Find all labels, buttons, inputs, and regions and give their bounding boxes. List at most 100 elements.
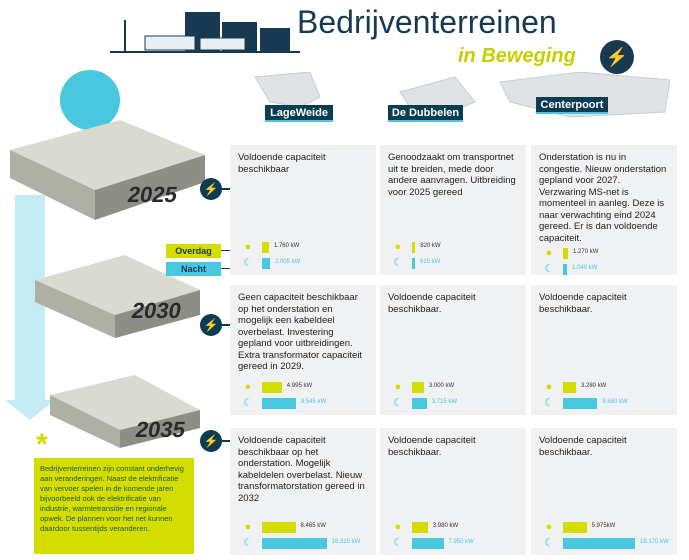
area-label-lageweide: LageWeide bbox=[265, 105, 333, 122]
moon-icon: ☾ bbox=[544, 397, 554, 409]
lightning-icon: ⚡ bbox=[200, 178, 222, 200]
night-bar bbox=[412, 397, 427, 409]
day-value: 820 kW bbox=[420, 243, 441, 250]
area-label-de-dubbelen: De Dubbelen bbox=[388, 105, 463, 122]
day-value: 1.270 kW bbox=[573, 249, 599, 256]
year-2030: 2030 bbox=[129, 298, 184, 323]
night-bar bbox=[262, 397, 296, 409]
night-value: 18.170 kW bbox=[640, 539, 669, 546]
day-value: 1.760 kW bbox=[273, 243, 300, 250]
capacity-text: Voldoende capaciteit beschikbaar bbox=[238, 152, 326, 175]
moon-icon: ☾ bbox=[243, 257, 253, 269]
year-2025: 2025 bbox=[125, 182, 180, 207]
capacity-text: Voldoende capaciteit beschikbaar. bbox=[539, 292, 627, 315]
night-bar bbox=[412, 537, 444, 549]
capacity-text: Voldoende capaciteit beschikbaar. bbox=[388, 292, 476, 315]
legend-day: Overdag bbox=[166, 244, 221, 258]
capacity-card: Voldoende capaciteit beschikbaar ● 1.760 … bbox=[230, 145, 376, 275]
capacity-bars: ● 1.270 kW ☾ 1.040 kW bbox=[539, 244, 669, 276]
day-bar bbox=[563, 247, 569, 259]
lightning-icon: ⚡ bbox=[200, 314, 222, 336]
capacity-text: Genoodzaakt om transportnet uit te breid… bbox=[388, 152, 516, 198]
night-bar bbox=[262, 257, 270, 269]
lightning-icon: ⚡ bbox=[600, 40, 634, 74]
page-title: Bedrijventerreinen bbox=[297, 4, 557, 40]
day-value: 3.980 kW bbox=[432, 523, 459, 530]
day-bar bbox=[262, 521, 296, 533]
sun-icon: ● bbox=[394, 521, 402, 533]
night-value: 16.315 kW bbox=[331, 539, 361, 546]
capacity-card: Voldoende capaciteit beschikbaar. ● 5.975… bbox=[531, 428, 677, 555]
moon-icon: ☾ bbox=[393, 537, 403, 549]
capacity-text: Voldoende capaciteit beschikbaar. bbox=[388, 435, 476, 458]
capacity-card: Onderstation is nu in congestie. Nieuw o… bbox=[531, 145, 677, 275]
day-bar bbox=[262, 381, 282, 393]
day-value: 3.280 kW bbox=[580, 383, 607, 390]
year-2035: 2035 bbox=[133, 417, 188, 442]
capacity-bars: ● 3.280 kW ☾ 8.680 kW bbox=[539, 378, 669, 410]
sun-icon: ● bbox=[244, 381, 252, 393]
capacity-card: Voldoende capaciteit beschikbaar. ● 3.280… bbox=[531, 285, 677, 415]
connector-line bbox=[221, 268, 233, 269]
sun-icon: ● bbox=[244, 521, 252, 533]
night-value: 8.680 kW bbox=[602, 399, 628, 406]
night-value: 7.950 kW bbox=[448, 539, 474, 546]
night-bar bbox=[563, 397, 598, 409]
capacity-bars: ●4.995 kW ☾8.545 kW bbox=[238, 378, 368, 410]
sun-icon: ● bbox=[244, 241, 252, 253]
night-value: 1.040 kW bbox=[572, 265, 598, 272]
moon-icon: ☾ bbox=[393, 257, 403, 269]
sun-icon: ● bbox=[545, 247, 553, 259]
capacity-bars: ● 3.980 kW ☾ 7.950 kW bbox=[388, 518, 518, 550]
day-bar bbox=[563, 521, 587, 533]
capacity-bars: ● 820 kW ☾ 615 kW bbox=[388, 238, 518, 270]
capacity-card: Geen capaciteit beschikbaar op het onder… bbox=[230, 285, 376, 415]
capacity-text: Voldoende capaciteit beschikbaar. bbox=[539, 435, 627, 458]
capacity-bars: ● 5.975kW ☾ 18.170 kW bbox=[539, 518, 669, 550]
connector-line bbox=[222, 324, 230, 326]
capacity-bars: ● 1.760 kW ☾ 2.005 kW bbox=[238, 238, 368, 270]
header-illustration bbox=[110, 12, 300, 53]
capacity-text: Onderstation is nu in congestie. Nieuw o… bbox=[539, 152, 667, 244]
night-bar bbox=[563, 537, 635, 549]
connector-line bbox=[221, 250, 233, 251]
capacity-bars: ● 8.465 kW ☾ 16.315 kW bbox=[238, 518, 368, 550]
night-bar bbox=[262, 537, 327, 549]
day-bar bbox=[262, 241, 269, 253]
moon-icon: ☾ bbox=[544, 537, 554, 549]
note-box: Bedrijventerreinen zijn constant onderhe… bbox=[34, 458, 194, 554]
sun-icon: ● bbox=[394, 381, 402, 393]
moon-icon: ☾ bbox=[544, 263, 554, 275]
capacity-text: Geen capaciteit beschikbaar op het onder… bbox=[238, 292, 363, 372]
day-bar bbox=[563, 381, 576, 393]
night-value: 615 kW bbox=[420, 259, 441, 266]
day-bar bbox=[412, 381, 424, 393]
timeline-illustration bbox=[5, 70, 205, 448]
sun-icon: ● bbox=[545, 381, 553, 393]
night-value: 8.545 kW bbox=[300, 399, 327, 406]
capacity-bars: ●3.000 kW ☾3.715 kW bbox=[388, 378, 518, 410]
day-value: 8.465 kW bbox=[300, 523, 326, 530]
page-subtitle: in Beweging bbox=[458, 45, 576, 67]
day-value: 4.995 kW bbox=[286, 383, 313, 390]
night-value: 3.715 kW bbox=[431, 399, 458, 406]
legend-night: Nacht bbox=[166, 262, 221, 276]
day-bar bbox=[412, 241, 416, 253]
capacity-card: Voldoende capaciteit beschikbaar. ● 3.000… bbox=[380, 285, 526, 415]
connector-line bbox=[222, 440, 230, 442]
sun-icon: ● bbox=[545, 521, 553, 533]
night-value: 2.005 kW bbox=[274, 259, 301, 266]
capacity-text: Voldoende capaciteit beschikbaar op het … bbox=[238, 435, 365, 504]
capacity-card: Voldoende capaciteit beschikbaar op het … bbox=[230, 428, 376, 555]
connector-line bbox=[222, 188, 230, 190]
area-label-centerpoort: Centerpoort bbox=[536, 97, 608, 114]
asterisk-icon: * bbox=[36, 428, 48, 461]
day-value: 5.975kW bbox=[591, 523, 616, 530]
day-bar bbox=[412, 521, 428, 533]
day-value: 3.000 kW bbox=[428, 383, 455, 390]
capacity-card: Voldoende capaciteit beschikbaar. ● 3.980… bbox=[380, 428, 526, 555]
sun-icon: ● bbox=[394, 241, 402, 253]
moon-icon: ☾ bbox=[243, 537, 253, 549]
night-bar bbox=[563, 263, 568, 275]
lightning-icon: ⚡ bbox=[200, 430, 222, 452]
